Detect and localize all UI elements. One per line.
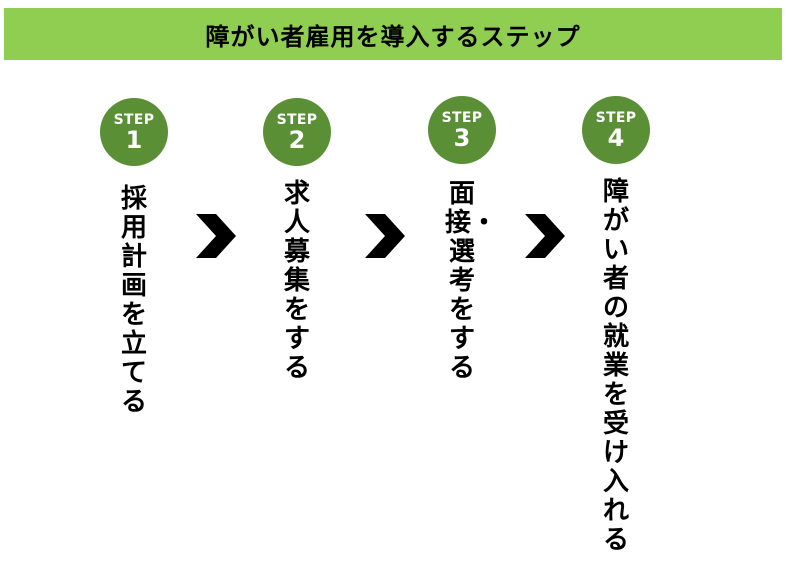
step-text-3: 面接・選考をする: [445, 179, 498, 383]
chevron-right-icon: [196, 214, 236, 258]
step-number: 2: [288, 126, 306, 154]
step-badge-3: STEP 3: [428, 96, 496, 164]
step-number: 3: [453, 124, 471, 152]
step-badge-2: STEP 2: [263, 98, 331, 166]
step-badge-1: STEP 1: [100, 98, 168, 166]
step-label: STEP: [113, 112, 155, 128]
page-title: 障がい者雇用を導入するステップ: [205, 22, 581, 51]
step-label: STEP: [276, 112, 318, 128]
step-badge-4: STEP 4: [582, 96, 650, 164]
step-text-2: 求人募集をする: [283, 179, 310, 383]
step-label: STEP: [595, 110, 637, 126]
title-banner: 障がい者雇用を導入するステップ: [4, 8, 782, 60]
chevron-right-icon: [525, 214, 565, 258]
chevron-right-icon: [365, 214, 405, 258]
step-number: 4: [607, 124, 625, 152]
step-label: STEP: [441, 110, 483, 126]
step-text-4: 障がい者の就業を受け入れる: [602, 177, 629, 555]
step-number: 1: [125, 126, 143, 154]
step-text-1: 採用計画を立てる: [120, 184, 147, 417]
